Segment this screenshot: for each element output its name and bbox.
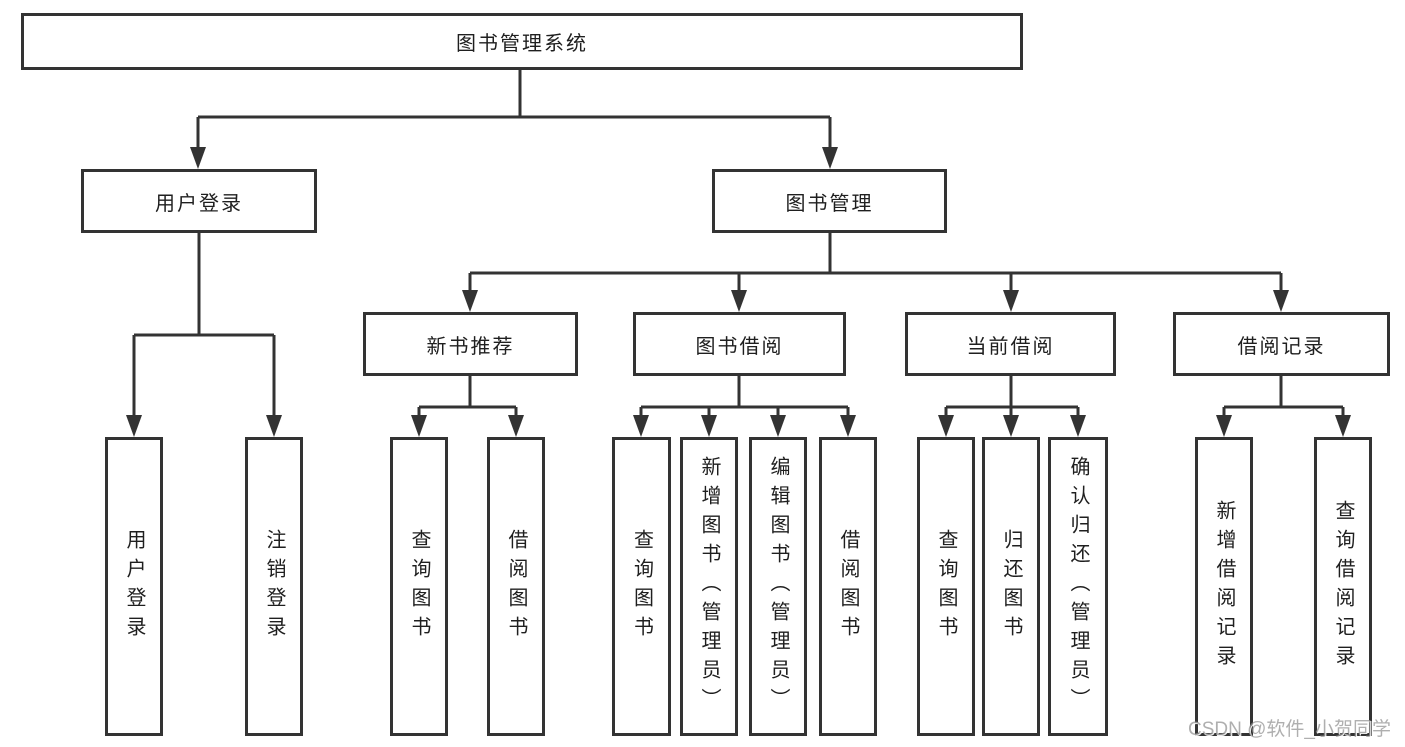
node-recommend-borrow-books-label: 借阅图书	[505, 528, 527, 645]
node-records-query-record-label: 查询借阅记录	[1332, 499, 1354, 674]
node-book-borrow: 图书借阅	[633, 312, 846, 376]
node-borrow-add-books-admin: 新增图书（管理员）	[680, 437, 738, 736]
node-user-login-label: 用户登录	[155, 192, 243, 215]
node-book-management: 图书管理	[712, 169, 947, 233]
node-borrow-records-label: 借阅记录	[1237, 335, 1326, 358]
node-borrow-borrow-books-label: 借阅图书	[837, 528, 859, 645]
node-current-return-books-label: 归还图书	[1000, 528, 1022, 645]
node-current-borrow: 当前借阅	[905, 312, 1116, 376]
node-borrow-query-books: 查询图书	[612, 437, 671, 736]
node-recommend-query-books-label: 查询图书	[408, 528, 430, 645]
node-borrow-edit-books-admin: 编辑图书（管理员）	[749, 437, 807, 736]
node-book-management-label: 图书管理	[785, 192, 874, 215]
node-current-confirm-return-admin-label: 确认归还（管理员）	[1067, 456, 1089, 717]
node-borrow-query-books-label: 查询图书	[630, 528, 653, 645]
node-borrow-edit-books-admin-label: 编辑图书（管理员）	[767, 456, 789, 717]
node-current-query-books-label: 查询图书	[935, 528, 957, 645]
node-borrow-records: 借阅记录	[1173, 312, 1390, 376]
node-login: 用户登录	[105, 437, 163, 736]
node-current-confirm-return-admin: 确认归还（管理员）	[1048, 437, 1108, 736]
node-recommend-borrow-books: 借阅图书	[487, 437, 545, 736]
node-logout-label: 注销登录	[263, 528, 285, 645]
node-current-borrow-label: 当前借阅	[966, 335, 1055, 358]
watermark: CSDN @软件_小贺同学	[1188, 719, 1391, 740]
node-records-query-record: 查询借阅记录	[1314, 437, 1372, 736]
node-root-label: 图书管理系统	[456, 33, 588, 55]
node-login-label: 用户登录	[123, 528, 145, 645]
node-current-query-books: 查询图书	[917, 437, 975, 736]
node-user-login: 用户登录	[81, 169, 317, 233]
node-records-add-record: 新增借阅记录	[1195, 437, 1253, 736]
node-current-return-books: 归还图书	[982, 437, 1040, 736]
node-logout: 注销登录	[245, 437, 303, 736]
node-root: 图书管理系统	[21, 13, 1023, 70]
node-book-borrow-label: 图书借阅	[695, 335, 784, 358]
node-new-book-recommend-label: 新书推荐	[426, 335, 515, 358]
node-records-add-record-label: 新增借阅记录	[1213, 499, 1235, 674]
node-new-book-recommend: 新书推荐	[363, 312, 578, 376]
node-borrow-borrow-books: 借阅图书	[819, 437, 877, 736]
node-recommend-query-books: 查询图书	[390, 437, 448, 736]
node-borrow-add-books-admin-label: 新增图书（管理员）	[698, 456, 720, 717]
